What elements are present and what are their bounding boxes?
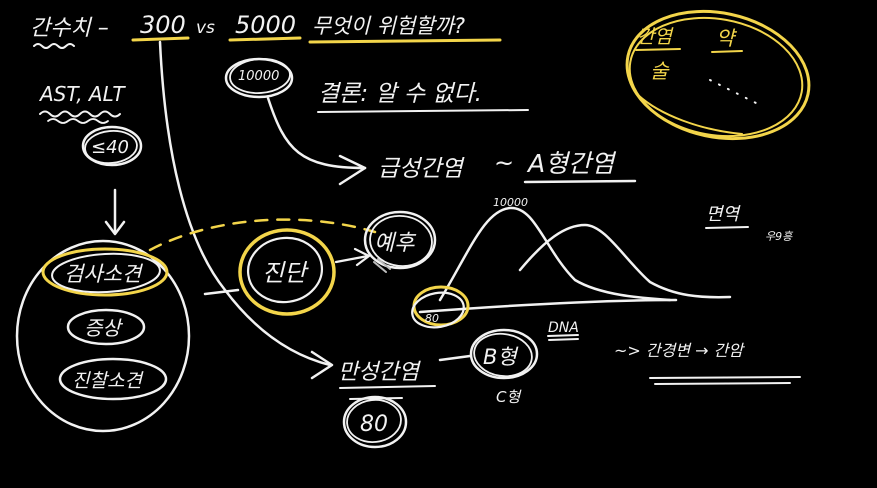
prognosis-label: 예후 — [374, 231, 417, 256]
progression-text: ~> 간경변 → 간암 — [614, 341, 745, 360]
diagnosis-white-oval — [246, 236, 324, 304]
arrow-diagnosis-to-prognosis-head — [353, 247, 371, 267]
conclusion-underline — [317, 109, 529, 113]
inset-oval — [625, 9, 811, 141]
progression-underline — [649, 376, 801, 379]
value-5000: 5000 — [235, 11, 296, 39]
hepatitis-b-oval — [469, 328, 539, 380]
dashed-arc-findings-to-prognosis — [148, 218, 377, 252]
arrow-10000-to-acute — [266, 96, 367, 170]
exam-findings-label: 진찰소견 — [72, 370, 144, 392]
chronic-hepatitis-label: 만성간염 — [338, 360, 422, 385]
value-300-underline — [131, 36, 190, 42]
progression-underline-2 — [654, 382, 791, 385]
immunity-note: 우9흥 — [765, 230, 794, 243]
chronic-curve — [518, 223, 732, 299]
dna-label: DNA — [548, 320, 579, 336]
prognosis-oval — [363, 210, 437, 270]
arrow-300-to-chronic-head — [310, 350, 334, 380]
acute-curve — [438, 206, 672, 302]
diagnosis-yellow-oval — [238, 228, 336, 316]
circled-10000-label: 10000 — [238, 69, 279, 84]
big-circle — [15, 239, 191, 433]
inset-drug-underline — [711, 50, 743, 53]
title-question: 무엇이 위험할까? — [312, 14, 465, 38]
arrow-down-to-findings-head — [104, 220, 126, 236]
ast-alt-squiggle-2 — [47, 118, 109, 124]
arrow-diagnosis-to-prognosis — [334, 254, 370, 264]
less-than-40-label: ≤40 — [91, 137, 129, 158]
lab-findings-white-oval — [51, 252, 161, 294]
value-300: 300 — [140, 11, 186, 39]
graph-baseline — [418, 298, 678, 314]
cursor-pen-icon — [373, 258, 391, 273]
inset-divider — [637, 94, 743, 135]
hepatitis-a-underline — [523, 179, 637, 184]
diagnosis-label: 진단 — [262, 259, 309, 287]
inset-hepatitis: 간염 — [637, 26, 674, 48]
curve-peak-label: 10000 — [493, 196, 528, 209]
title-prefix: 간수치 – — [30, 16, 109, 41]
symptoms-oval — [66, 308, 146, 346]
dna-underline — [547, 334, 579, 341]
inset-oval-second-stroke — [628, 16, 804, 138]
inset-hepatitis-underline — [635, 48, 681, 51]
exam-findings-oval — [58, 357, 168, 401]
circle-80-graph-white — [411, 291, 465, 329]
circle-less-than-40-second-stroke — [84, 130, 138, 164]
circled-80-label: 80 — [425, 312, 439, 325]
lab-findings-label: 검사소견 — [64, 262, 144, 286]
immunity-label: 면역 — [706, 204, 742, 225]
acute-hepatitis-label: 급성간염 — [378, 156, 465, 182]
inset-alcohol: 술 — [650, 59, 670, 83]
hepatitis-a-label: A형간염 — [526, 149, 617, 178]
title-prefix-squiggle — [33, 43, 75, 49]
circle-80-bottom — [342, 395, 408, 449]
arrow-findings-to-diagnosis — [203, 288, 240, 296]
acute-tilde: ~ — [494, 149, 514, 177]
value-5000-underline — [228, 36, 302, 42]
hepatitis-b-label: B형 — [483, 345, 519, 369]
conclusion-text: 결론: 알 수 없다. — [318, 81, 482, 107]
prognosis-oval-second-stroke — [369, 215, 433, 267]
hepatitis-c-label: C형 — [496, 388, 522, 406]
hepatitis-b-oval-second-stroke — [473, 332, 533, 378]
circle-80-bottom-second-stroke — [346, 399, 402, 443]
symptoms-label: 증상 — [84, 316, 123, 340]
inset-dots — [709, 79, 759, 105]
chronic-to-b-dash — [438, 354, 472, 362]
circle-10000-second-stroke — [229, 58, 291, 94]
title-question-underline — [308, 38, 502, 44]
circle-less-than-40 — [81, 125, 143, 167]
chronic-hepatitis-underline — [339, 385, 436, 389]
arrow-300-to-chronic — [158, 40, 332, 367]
versus-label: vs — [196, 18, 215, 38]
ast-alt-label: AST, ALT — [38, 82, 126, 106]
lab-findings-yellow-oval — [41, 247, 169, 297]
arrow-10000-to-acute-head — [338, 154, 367, 186]
immunity-underline — [705, 226, 749, 229]
bottom-80-label: 80 — [360, 412, 388, 437]
inset-drug: 약 — [716, 26, 738, 50]
ast-alt-squiggle — [39, 110, 121, 118]
bottom-80-top-stroke — [349, 397, 403, 400]
